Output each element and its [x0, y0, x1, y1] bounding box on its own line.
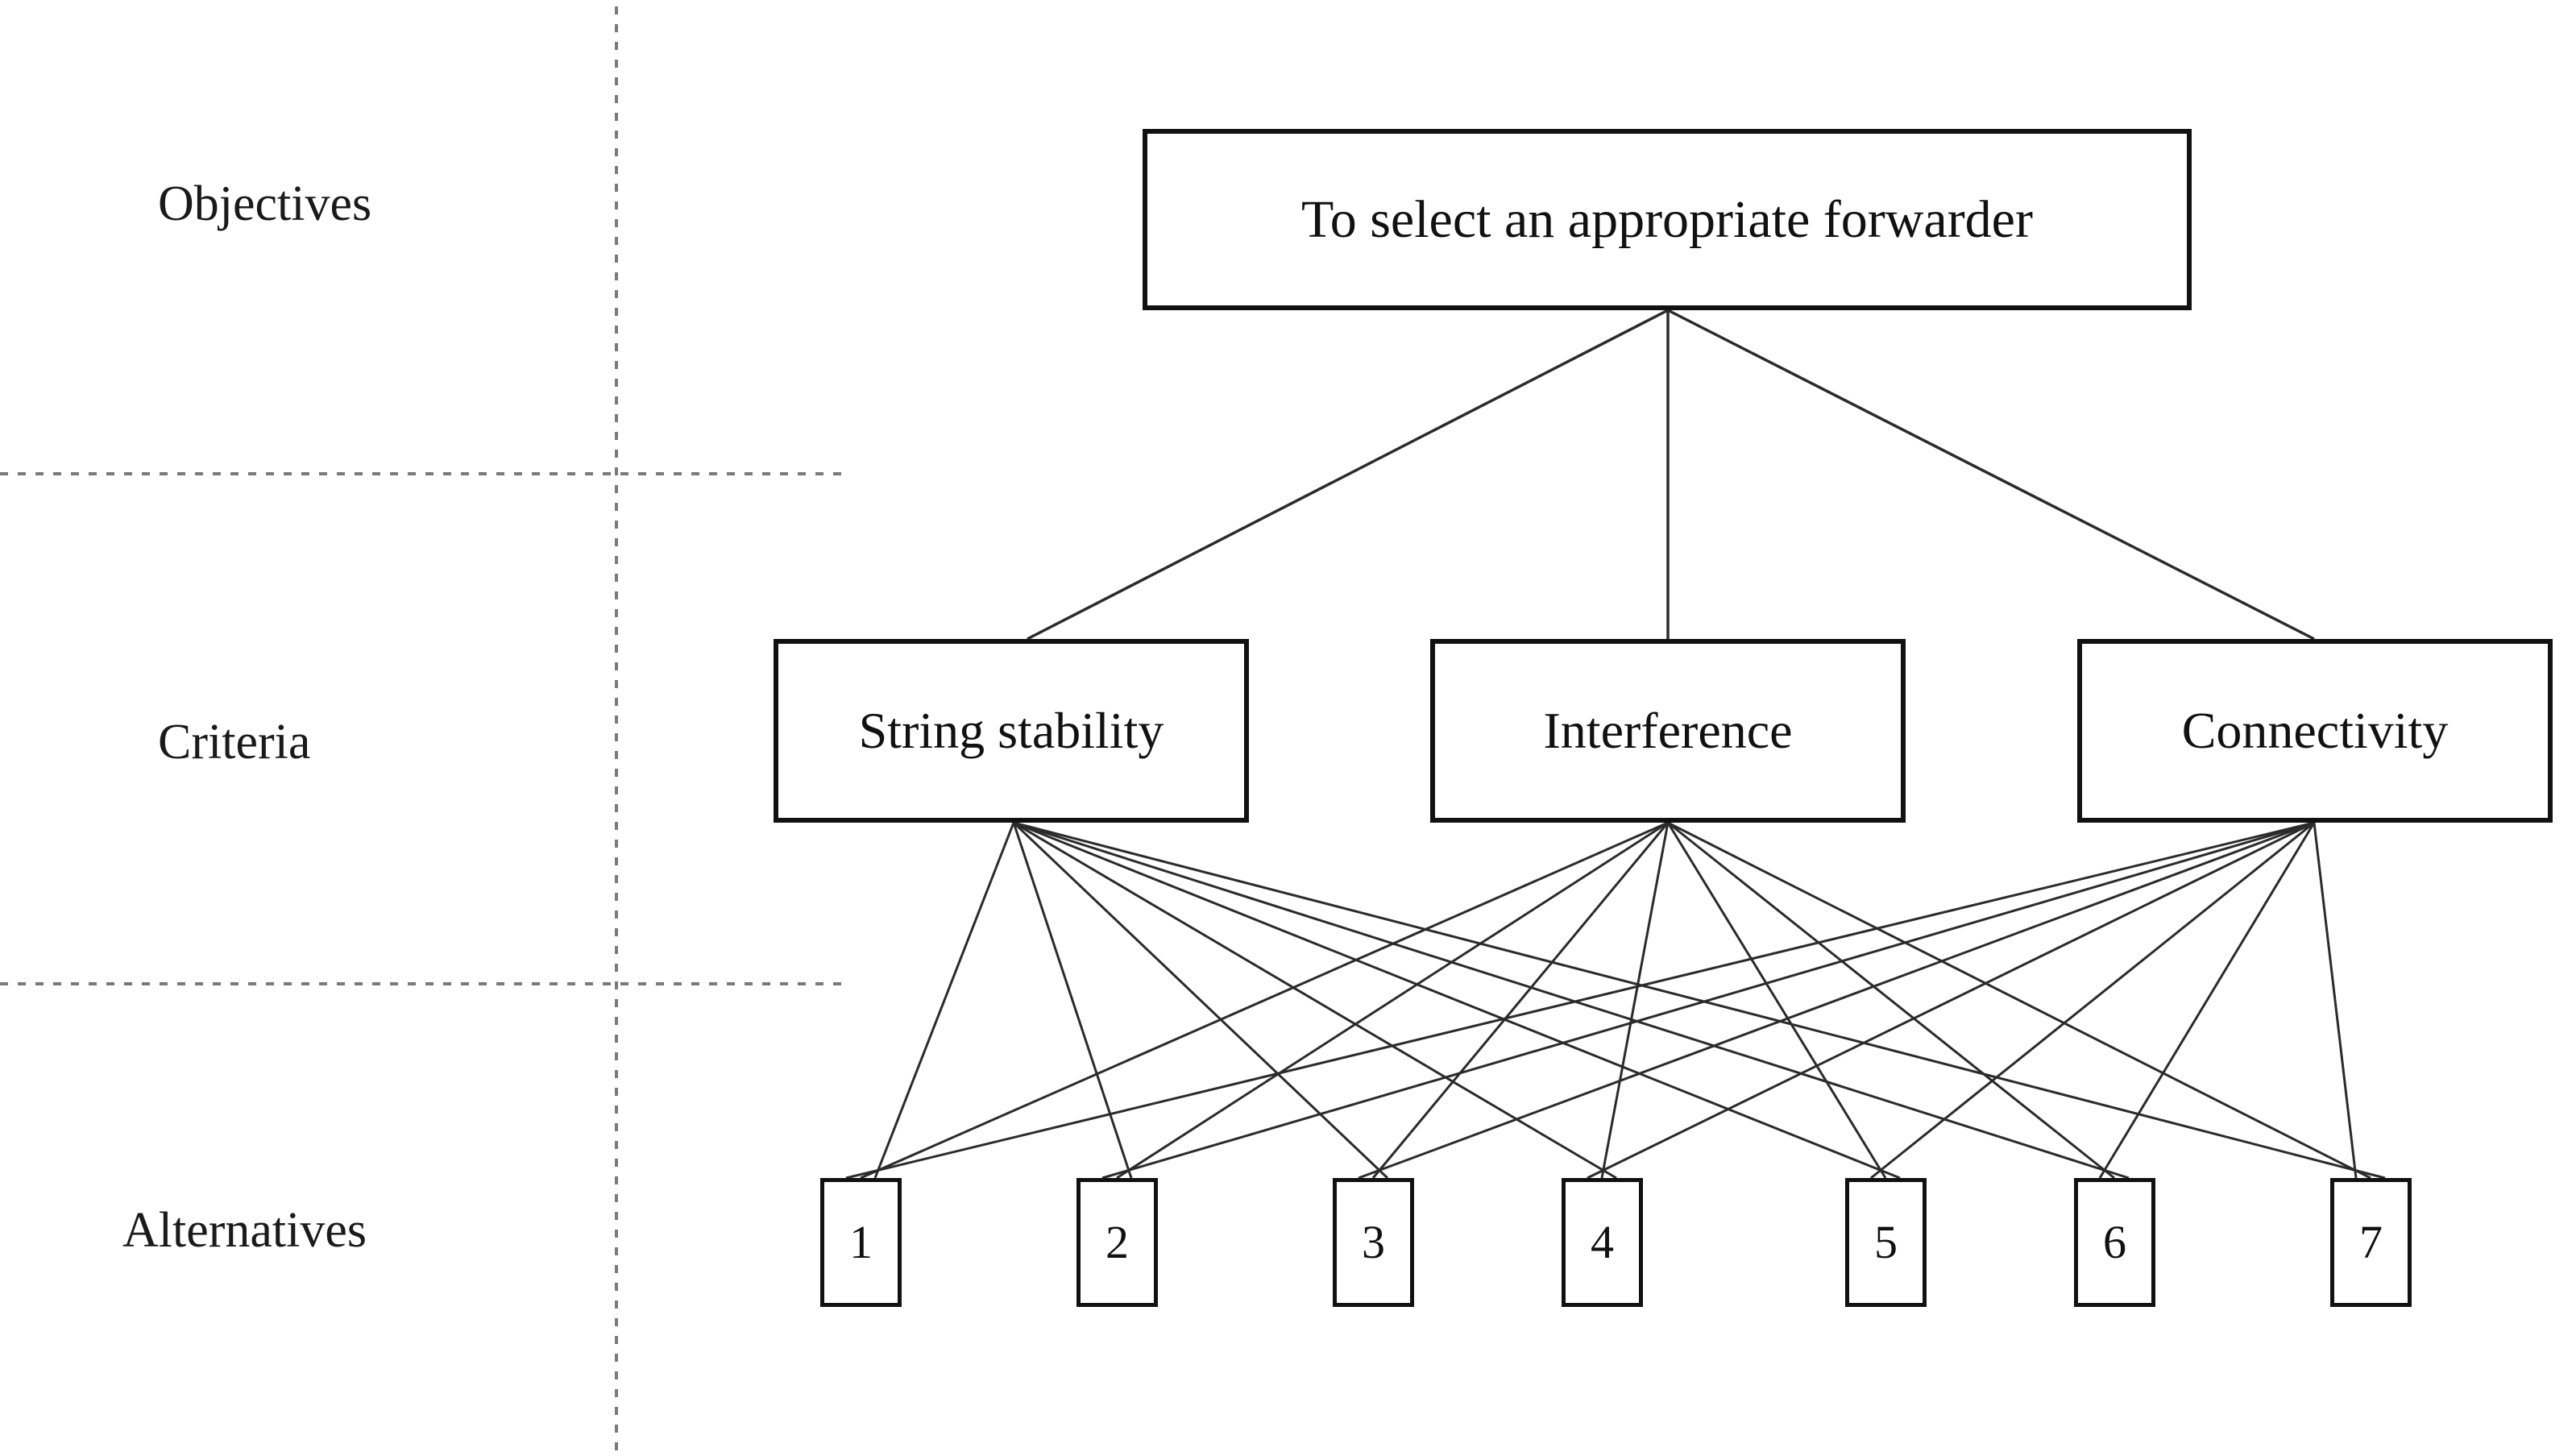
- node-alternative-7[interactable]: 7: [2330, 1178, 2412, 1307]
- edges-c2-to-alternatives: [860, 821, 2371, 1180]
- node-criterion-string-stability[interactable]: String stability: [774, 639, 1249, 823]
- edge-c2-a3: [1371, 822, 1670, 1179]
- edge-c3-a4: [1587, 821, 2315, 1180]
- node-objective-goal[interactable]: To select an appropriate forwarder: [1143, 129, 2192, 310]
- edges-goal-to-criteria: [1027, 309, 2315, 641]
- edge-c3-a6: [2098, 822, 2316, 1179]
- edge-goal-c3: [1667, 309, 2315, 641]
- edge-c2-a2: [1116, 821, 1669, 1180]
- edges-c1-to-alternatives: [873, 821, 2386, 1180]
- edge-c2-a7: [1667, 821, 2371, 1180]
- edge-c1-a4: [1013, 821, 1617, 1180]
- node-criterion-connectivity[interactable]: Connectivity: [2077, 639, 2553, 823]
- node-alternative-6[interactable]: 6: [2074, 1178, 2155, 1307]
- edge-c1-a3: [1012, 821, 1389, 1180]
- level-label-objectives: Objectives: [158, 176, 372, 231]
- level-label-criteria: Criteria: [158, 715, 311, 769]
- edge-c1-a5: [1013, 821, 1901, 1180]
- node-alternative-4[interactable]: 4: [1562, 1178, 1643, 1307]
- node-criterion-interference[interactable]: Interference: [1430, 639, 1906, 823]
- edge-c1-a2: [1012, 822, 1133, 1179]
- edge-c2-a1: [860, 821, 1669, 1180]
- node-alternative-1[interactable]: 1: [820, 1178, 902, 1307]
- edge-c1-a7: [1013, 821, 2386, 1180]
- edge-c3-a5: [1870, 821, 2315, 1180]
- edge-c2-a6: [1667, 821, 2115, 1180]
- edge-c2-a5: [1666, 822, 1887, 1179]
- node-alternative-2[interactable]: 2: [1076, 1178, 1158, 1307]
- edge-c1-a6: [1013, 821, 2130, 1180]
- edge-c2-a4: [1600, 822, 1670, 1179]
- edge-c3-a7: [2313, 822, 2358, 1179]
- edge-c1-a1: [873, 822, 1015, 1179]
- edge-c3-a3: [1358, 821, 2315, 1180]
- node-alternative-5[interactable]: 5: [1845, 1178, 1927, 1307]
- edge-goal-c1: [1027, 309, 1669, 641]
- edge-c3-a2: [1101, 821, 2315, 1180]
- edges-c3-to-alternatives: [845, 821, 2358, 1180]
- edge-c3-a1: [845, 821, 2315, 1180]
- level-label-alternatives: Alternatives: [122, 1203, 367, 1258]
- node-alternative-3[interactable]: 3: [1333, 1178, 1414, 1307]
